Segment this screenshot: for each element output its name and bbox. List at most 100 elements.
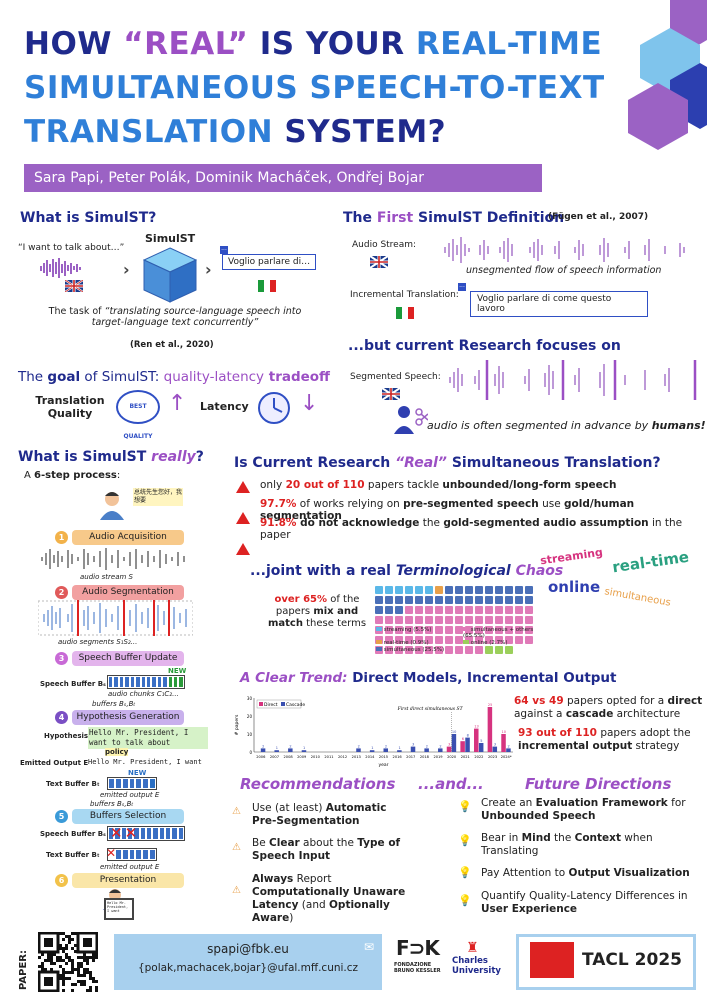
waffle-cell [455, 626, 463, 634]
new-tag-2: NEW [128, 769, 147, 777]
waffle-cell [505, 626, 513, 634]
waffle-cell [495, 596, 503, 604]
waffle-cell [495, 586, 503, 594]
arrow-down-icon: ↓ [300, 391, 319, 416]
goal-heading: The goal of SimulST: quality-latency tra… [18, 369, 330, 385]
chart-annotation: First direct simultaneous ST [397, 706, 464, 712]
waffle-cell [375, 586, 383, 594]
mail-icon: ✉ [364, 940, 375, 954]
finding-3: 91.8% do not acknowledge the gold-segmen… [260, 517, 683, 541]
step-audio-acquisition: Audio Acquisition [72, 530, 184, 545]
bar-cascade [260, 748, 266, 752]
bar-value-label: 1 [371, 746, 373, 750]
waffle-cell [475, 616, 483, 624]
bar-cascade [506, 748, 511, 752]
legend-swatch [281, 702, 285, 706]
waffle-cell [485, 606, 493, 614]
warning-icon-rec-2: ⚠ [232, 842, 241, 853]
waffle-cell [385, 586, 393, 594]
x-tick-label: 2021 [461, 755, 470, 759]
audio-segments-caption: audio segments S₁S₂... [58, 638, 138, 646]
simulst-label: SimulST [145, 232, 196, 245]
rec-1: Use (at least) Automatic Pre-Segmentatio… [252, 802, 387, 827]
chaos-note: over 65% of the papers mix and match the… [267, 594, 367, 629]
step-hypothesis-generation: Hypothesis Generation [72, 710, 184, 725]
quality-label: Translation Quality [35, 394, 105, 420]
bar-cascade [424, 748, 429, 752]
bar-direct [446, 746, 452, 752]
waffle-cell [415, 616, 423, 624]
warning-icon-3 [236, 543, 250, 555]
terminology-waffle-chart [374, 585, 540, 655]
bar-value-label: 1 [303, 746, 305, 750]
audio-chunks-caption: audio chunks C₁C₂... [108, 690, 179, 698]
emitted-output-caption: emitted output E [100, 791, 160, 799]
waffle-cell [445, 606, 453, 614]
bar-value-label: 2 [508, 744, 510, 748]
waffle-cell [485, 636, 493, 644]
bar-direct [460, 741, 465, 752]
charles-crest-icon: ♜ [466, 940, 479, 956]
waffle-cell [525, 626, 533, 634]
tacl-box [516, 934, 696, 990]
uk-flag-icon-2 [370, 256, 388, 268]
future-2: Bear in Mind the Context when Translatin… [481, 832, 653, 857]
waffle-cell [425, 626, 433, 634]
bar-direct [487, 707, 493, 752]
y-axis-label: # papers [234, 714, 240, 735]
y-tick-label: 30 [247, 696, 253, 701]
x-tick-label: 2016 [393, 755, 403, 759]
hexagon-decoration [628, 0, 707, 150]
bar-value-label: 25 [488, 703, 492, 707]
tacl-logo-icon [530, 942, 574, 978]
waffle-cell [515, 636, 523, 644]
step1-waveform [41, 548, 185, 570]
waffle-cell [465, 636, 473, 644]
chat-bubble-icon-2: ... [458, 282, 466, 291]
waffle-cell [395, 616, 403, 624]
what-is-heading: What is SimulST? [20, 210, 157, 226]
x-tick-label: 2015 [379, 755, 388, 759]
step-speech-buffer-update: Speech Buffer Update [72, 651, 184, 666]
waffle-cell [495, 606, 503, 614]
waffle-cell [435, 636, 443, 644]
waffle-cell [465, 646, 473, 654]
speech-buffer-label: Speech Buffer Bₛ [40, 680, 106, 688]
qr-code[interactable] [38, 932, 98, 992]
x-tick-label: 2017 [406, 755, 415, 759]
lightbulb-icon-4: 💡 [458, 894, 472, 907]
finding-1: only 20 out of 110 papers tackle unbound… [260, 479, 617, 491]
text-buffer-bar-2 [107, 848, 157, 861]
lightbulb-icon-1: 💡 [458, 800, 472, 813]
buffers-caption-1: buffers Bₛ,Bₜ [92, 700, 136, 708]
x-axis-label: year [378, 762, 388, 768]
speech-buffer-bar [107, 675, 185, 689]
legend-simultaneous: simultaneous (25.5%) [376, 647, 459, 653]
speech-bubble-cn: 总统先生您好，我想要 [133, 488, 183, 506]
audio-stream-waveform [444, 237, 685, 263]
italy-flag-icon [258, 280, 276, 292]
waffle-cell [455, 586, 463, 594]
uk-flag-icon [65, 280, 83, 292]
x-tick-label: 2013 [352, 755, 361, 759]
waffle-cell [495, 646, 503, 654]
latency-label: Latency [200, 400, 249, 413]
waffle-cell [445, 626, 453, 634]
bar-value-label: 6 [462, 737, 464, 741]
future-heading: Future Directions [525, 775, 672, 793]
trend-finding-2: 93 out of 110 papers adopt the increment… [518, 727, 691, 752]
discard-x-icon-2: ✕ [106, 846, 117, 860]
fbk-logo: F⊃K [396, 936, 440, 960]
waffle-cell [525, 636, 533, 644]
bar-value-label: 2 [289, 744, 291, 748]
email-1[interactable]: spapi@fbk.eu [207, 942, 289, 956]
trend-finding-1: 64 vs 49 papers opted for a direct again… [514, 695, 703, 720]
legend-label: Cascade [286, 702, 305, 708]
waffle-cell [445, 646, 453, 654]
waffle-cell [475, 586, 483, 594]
email-2[interactable]: {polak,machacek,bojar}@ufal.mff.cuni.cz [137, 962, 359, 974]
x-tick-label: 2022 [474, 755, 483, 759]
paper-label: PAPER: [18, 949, 29, 990]
tacl-label: TACL 2025 [582, 950, 682, 970]
waffle-cell [425, 616, 433, 624]
